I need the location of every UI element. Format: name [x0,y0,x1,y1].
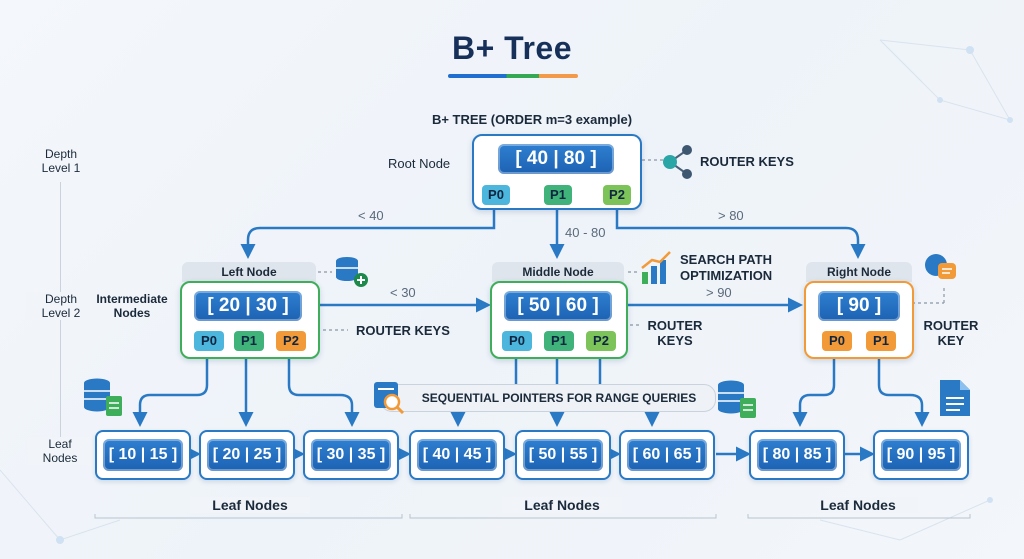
leaf-node: [ 10 | 15 ] [95,430,191,480]
leaf-keys: [ 50 | 55 ] [523,439,603,471]
chat-bubble-icon [925,254,956,279]
depth-label-line: Depth [44,292,78,306]
root-keys: [ 40 | 80 ] [498,144,614,174]
leaf-node: [ 40 | 45 ] [409,430,505,480]
root-router-keys-label: ROUTER KEYS [700,154,794,169]
middle-pointer-p2: P2 [586,331,616,351]
diagram-subtitle: B+ TREE (ORDER m=3 example) [431,112,633,127]
depth-level-2-label: Depth Level 2 [26,292,96,320]
depth-label-line: Level 2 [41,306,81,320]
label-line: OPTIMIZATION [680,268,773,283]
database-add-icon [336,257,368,287]
label-line: Nodes [113,306,151,320]
leaf-group-label: Leaf Nodes [190,497,310,513]
edge-label-40-80: 40 - 80 [565,225,606,240]
depth-label-line: Level 1 [41,161,81,175]
bar-chart-icon [641,251,671,284]
leaf-keys: [ 40 | 45 ] [417,439,497,471]
database-doc-icon [718,380,756,418]
title-underline [448,74,578,78]
diagram-title: B+ Tree [451,30,572,66]
middle-router-keys-label: ROUTER KEYS [640,318,710,348]
left-node-header: Left Node [182,262,316,282]
search-doc-icon [374,382,405,414]
sequential-pointers-banner: SEQUENTIAL POINTERS FOR RANGE QUERIES [380,384,716,412]
root-pointer-p1: P1 [544,185,572,205]
leaf-group-label: Leaf Nodes [798,497,918,513]
share-nodes-icon [663,145,692,179]
right-pointer-p1: P1 [866,331,896,351]
root-node-label: Root Node [388,156,451,171]
search-path-label: SEARCH PATH OPTIMIZATION [680,252,772,284]
leaf-keys: [ 30 | 35 ] [311,439,391,471]
label-line: Intermediate [96,292,168,306]
left-router-keys-label: ROUTER KEYS [356,323,450,338]
right-router-key-label: ROUTER KEY [916,318,986,348]
label-line: ROUTER [647,318,703,333]
right-node: [ 90 ] P0 P1 [804,281,914,359]
left-node: [ 20 | 30 ] P0 P1 P2 [180,281,320,359]
label-line: KEY [937,333,965,348]
leaf-keys: [ 20 | 25 ] [207,439,287,471]
label-line: Nodes [42,451,78,465]
middle-node-header: Middle Node [492,262,624,282]
middle-pointer-p0: P0 [502,331,532,351]
edge-label-gt80: > 80 [718,208,744,223]
label-line: Leaf [48,437,72,451]
leaf-keys: [ 10 | 15 ] [103,439,183,471]
middle-node: [ 50 | 60 ] P0 P1 P2 [490,281,628,359]
leaf-keys: [ 90 | 95 ] [881,439,961,471]
right-pointer-p0: P0 [822,331,852,351]
depth-label-line: Depth [44,147,78,161]
leaf-node: [ 90 | 95 ] [873,430,969,480]
edge-root-left [240,205,496,259]
edge-label-lt30: < 30 [390,285,416,300]
sequential-pointers-label: SEQUENTIAL POINTERS FOR RANGE QUERIES [421,391,697,405]
database-doc-icon [84,378,122,416]
leaf-node: [ 50 | 55 ] [515,430,611,480]
root-pointer-p2: P2 [603,185,631,205]
left-pointer-p2: P2 [276,331,306,351]
intermediate-nodes-label: Intermediate Nodes [86,292,178,320]
right-node-header: Right Node [806,262,912,282]
label-line: SEARCH PATH [680,252,772,267]
leaf-node: [ 30 | 35 ] [303,430,399,480]
edge-label-lt40: < 40 [358,208,384,223]
leaf-node: [ 80 | 85 ] [749,430,845,480]
edge-left-p0 [132,358,209,427]
middle-pointer-p1: P1 [544,331,574,351]
depth-level-1-label: Depth Level 1 [26,147,96,175]
leaf-keys: [ 80 | 85 ] [757,439,837,471]
edge-left-p2 [287,358,360,427]
leaf-group-label: Leaf Nodes [502,497,622,513]
leaf-node: [ 60 | 65 ] [619,430,715,480]
leaf-node: [ 20 | 25 ] [199,430,295,480]
edge-right-p0 [792,358,836,427]
edge-label-gt90: > 90 [706,285,732,300]
leaf-nodes-side-label: Leaf Nodes [28,437,92,465]
left-node-keys: [ 20 | 30 ] [194,291,302,321]
edge-right-p1 [877,358,930,427]
root-pointer-p0: P0 [482,185,510,205]
label-line: KEYS [657,333,693,348]
label-line: ROUTER [923,318,979,333]
right-node-keys: [ 90 ] [818,291,900,321]
middle-node-keys: [ 50 | 60 ] [504,291,612,321]
leaf-keys: [ 60 | 65 ] [627,439,707,471]
root-node: [ 40 | 80 ] P0 P1 P2 [472,134,642,210]
left-pointer-p1: P1 [234,331,264,351]
document-icon [940,380,970,416]
edge-root-right [615,205,866,259]
left-pointer-p0: P0 [194,331,224,351]
